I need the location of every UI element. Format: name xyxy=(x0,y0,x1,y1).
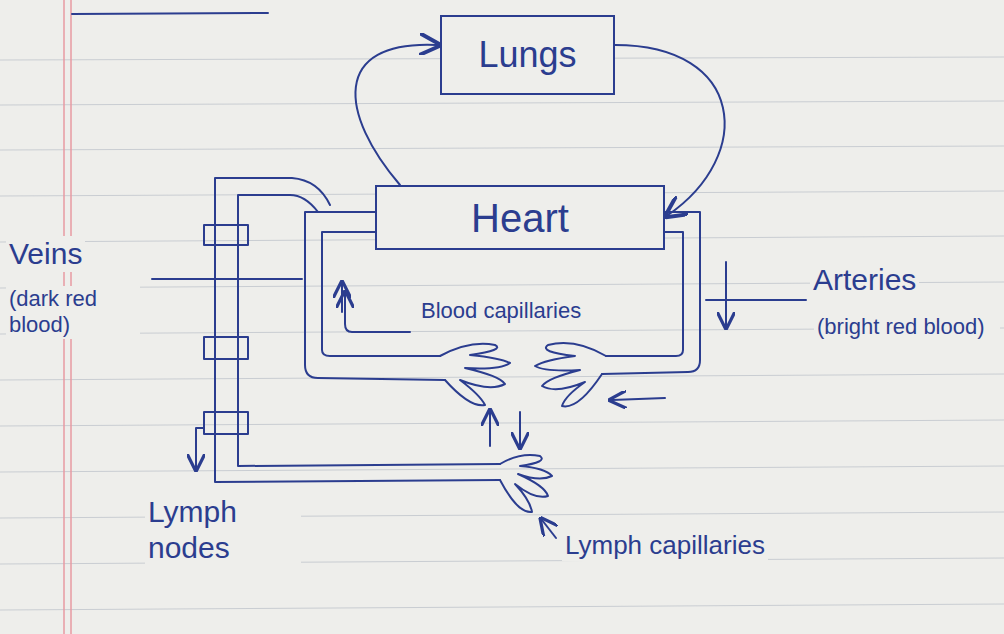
lymph-node-symbols xyxy=(204,225,248,434)
annotation-label: (dark red blood) xyxy=(6,286,140,339)
ruled-lines xyxy=(0,57,1004,610)
annotation-label: Blood capillaries xyxy=(418,298,584,324)
annotation-label: (bright red blood) xyxy=(814,314,1000,340)
return-flow-arrow xyxy=(612,398,665,400)
lymph-capillary-pointer xyxy=(542,520,556,538)
exchange-down-arrow xyxy=(519,412,521,446)
heading-underline xyxy=(72,13,268,14)
organ-name: Heart xyxy=(471,196,569,240)
arteries-leader-line xyxy=(706,299,806,301)
artery-flow-arrow xyxy=(725,262,727,326)
lymph-capillaries xyxy=(500,455,552,512)
annotation-label: Lymph nodes xyxy=(145,494,301,566)
annotation-label: Veins xyxy=(6,236,85,272)
annotation-label: Lymph capillaries xyxy=(562,530,768,561)
capillary-hook-arrow xyxy=(345,294,410,332)
organ-name: Lungs xyxy=(478,35,576,75)
annotation-label: Arteries xyxy=(810,262,919,298)
organ-box: Heart xyxy=(375,185,665,250)
circulation-arrow xyxy=(355,45,437,185)
lymph-node-pointer xyxy=(196,428,204,468)
blood-capillaries xyxy=(440,343,606,406)
organ-box: Lungs xyxy=(440,15,615,95)
veins-leader-line xyxy=(152,278,302,280)
vein-flow-arrow xyxy=(341,284,343,312)
exchange-up-arrow xyxy=(489,412,491,446)
